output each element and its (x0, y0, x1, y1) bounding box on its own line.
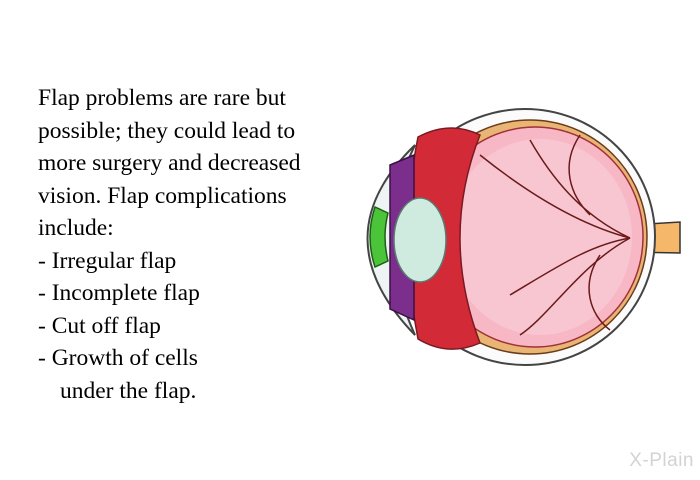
list-item: - Incomplete flap (38, 280, 200, 306)
intro-paragraph: Flap problems are rare but possible; the… (38, 85, 301, 241)
list-item: - Cut off flap (38, 312, 161, 339)
info-text: Flap problems are rare but possible; the… (38, 82, 338, 407)
iris-green (369, 205, 389, 269)
lens (393, 197, 447, 283)
complications-list: - Irregular flap - Incomplete flap - Cut… (38, 245, 338, 408)
list-item: - Irregular flap (38, 247, 177, 274)
eye-cross-section-illustration (366, 108, 681, 366)
x-plain-logo: X-Plain (629, 450, 694, 471)
vitreous-inner (448, 139, 632, 335)
list-item: under the flap. (60, 377, 197, 404)
list-item: - Growth of cells (38, 345, 198, 371)
retinal-vessels (479, 134, 631, 336)
